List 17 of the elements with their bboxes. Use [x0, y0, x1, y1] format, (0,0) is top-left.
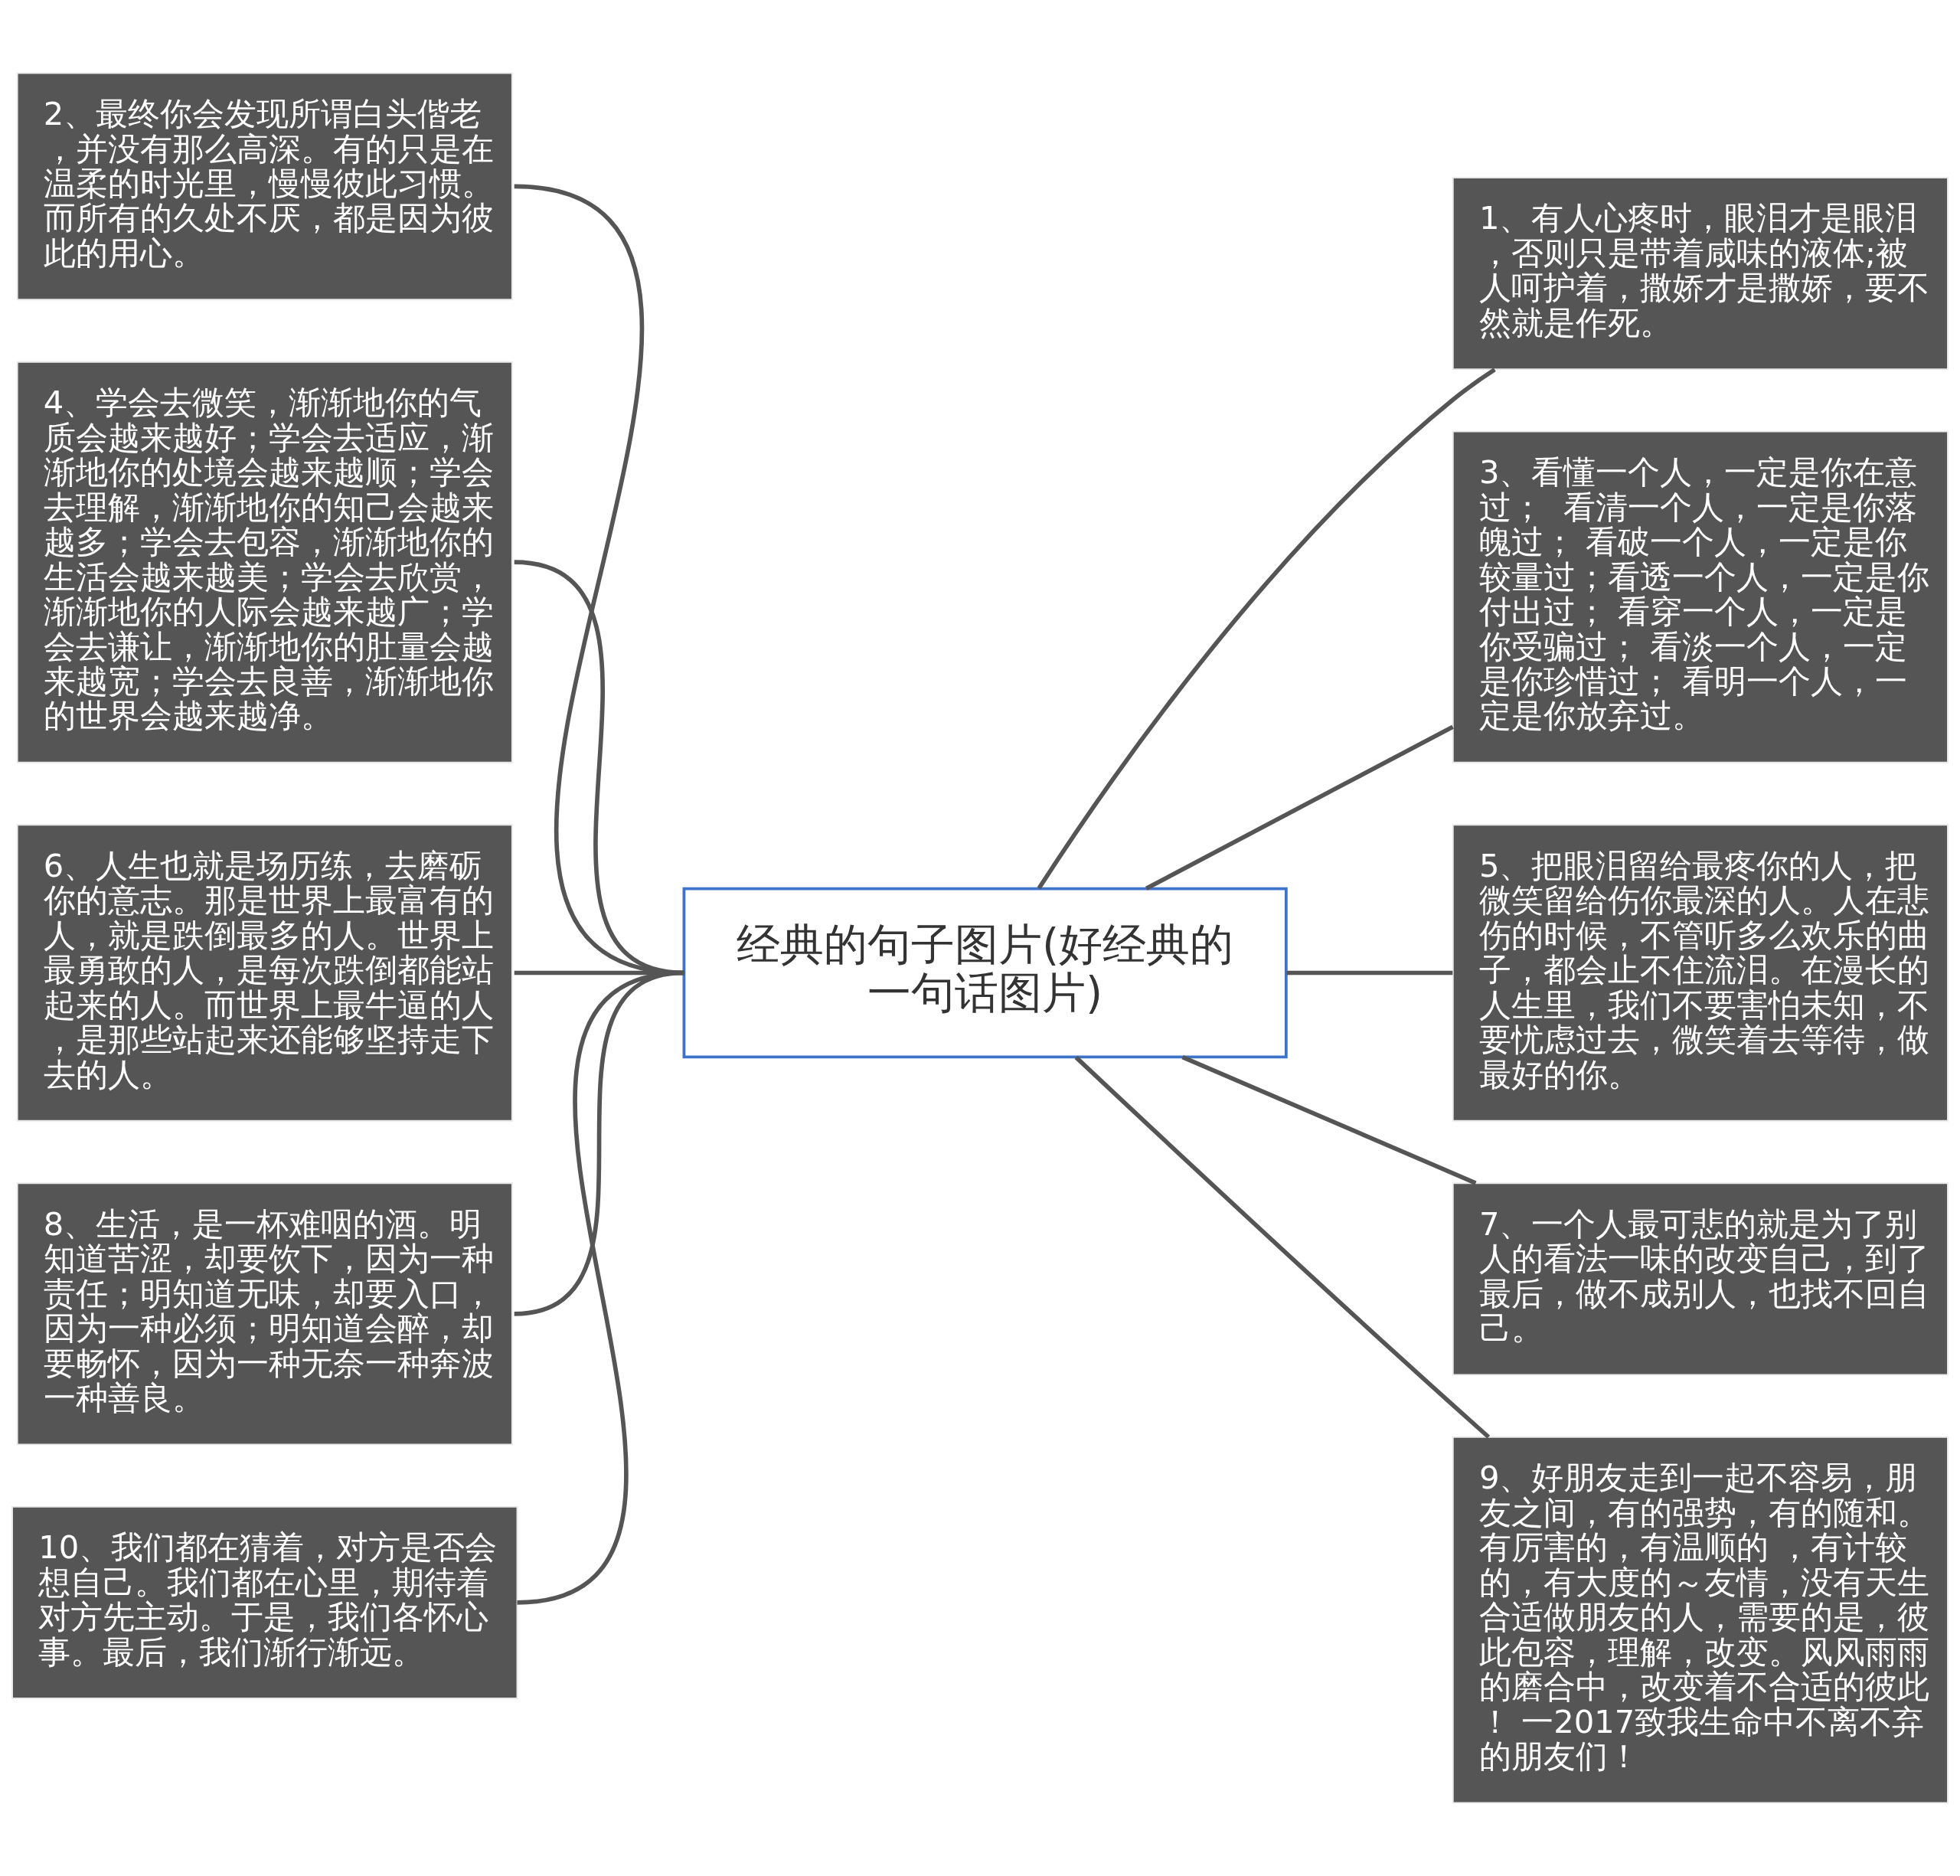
node-box: 3、看懂一个人，一定是你在意过； 看清一个人，一定是你落魄过； 看破一个人，一定是你较量过；看透一个人，一定是你付出过； 看穿一个人，一定是你受骗过； 看淡一个人，一定是你珍惜过； 看明一个人，一定是你放弃过。	[1452, 430, 1949, 763]
node-box: 5、把眼泪留给最疼你的人，把微笑留给伤你最深的人。人在悲伤的时候，不管听多么欢乐的曲子，都会止不住流泪。在漫长的人生里，我们不要害怕未知，不要忧虑过去，微笑着去等待，做最好的你。	[1452, 824, 1949, 1122]
node-box: 1、有人心疼时，眼泪才是眼泪，否则只是带着咸味的液体;被人呵护着，撒娇才是撒娇，要不然就是作死。	[1452, 177, 1949, 371]
node-box: 8、生活，是一杯难咽的酒。明知道苦涩，却要饮下，因为一种责任；明知道无味，却要入口，因为一种必须；明知道会醉，却要畅怀，因为一种无奈一种奔波一种善良。	[16, 1182, 513, 1446]
node-box: 6、人生也就是场历练，去磨砺你的意志。那是世界上最富有的人，就是跌倒最多的人。世界上最勇敢的人，是每次跌倒都能站起来的人。而世界上最牛逼的人，是那些站起来还能够坚持走下去的人。	[16, 824, 513, 1122]
node-box: 2、最终你会发现所谓白头偕老，并没有那么高深。有的只是在温柔的时光里，慢慢彼此习惯。而所有的久处不厌，都是因为彼此的用心。	[16, 72, 513, 301]
node-box: 经典的句子图片(好经典的一句话图片)	[682, 887, 1288, 1059]
connector	[1145, 724, 1454, 891]
connector	[516, 970, 684, 1605]
connector	[1181, 1054, 1477, 1185]
connector	[1037, 368, 1496, 890]
node-box: 9、好朋友走到一起不容易，朋友之间，有的强势，有的随和。有厉害的，有温顺的 ，有计较的，有大度的～友情，没有天生合适做朋友的人，需要的是，彼此包容，理解，改变。风风雨雨的磨合中，改变着不合适的彼此！ 一2017致我生命中不离不弃的朋友们！	[1452, 1436, 1949, 1804]
connector	[1074, 1055, 1491, 1439]
connector	[1286, 970, 1453, 976]
node-box: 7、一个人最可悲的就是为了别人的看法一味的改变自己，到了最后，做不成别人，也找不回自己。	[1452, 1182, 1949, 1376]
node-box: 10、我们都在猜着，对方是否会想自己。我们都在心里，期待着对方先主动。于是，我们各怀心事。最后，我们渐行渐远。	[11, 1505, 518, 1699]
node-box: 4、学会去微笑，渐渐地你的气质会越来越好；学会去适应，渐渐地你的处境会越来越顺；学会去理解，渐渐地你的知己会越来越多；学会去包容，渐渐地你的生活会越来越美；学会去欣赏，渐渐地你的人际会越来越广；学会去谦让，渐渐地你的肚量会越来越宽；学会去良善，渐渐地你的世界会越来越净。	[16, 361, 513, 763]
